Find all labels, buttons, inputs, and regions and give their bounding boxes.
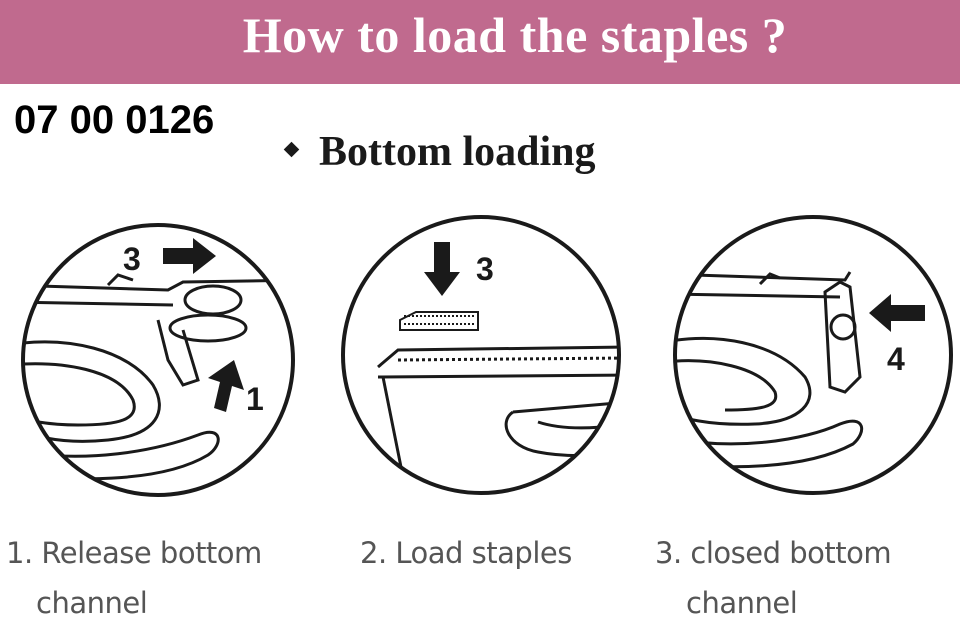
release-lever (183, 284, 243, 316)
step-1-caption-line2: channel (36, 586, 148, 620)
product-code: 07 00 0126 (14, 98, 215, 142)
arrow-label-4: 4 (887, 341, 905, 377)
arrow-label-1: 1 (246, 381, 264, 417)
arrow-right-2 (163, 238, 216, 274)
section-title: Bottom loading (283, 128, 596, 176)
section-title-text: Bottom loading (319, 129, 596, 175)
step-1-caption-line1: 1. Release bottom (6, 536, 262, 570)
staple-strip (399, 311, 479, 331)
channel-end (823, 280, 862, 394)
step-3-caption-line2: channel (686, 586, 798, 620)
arrow-down-3 (424, 242, 460, 296)
stapler-top-bar (23, 278, 293, 292)
step-3-illustration: 4 (673, 215, 953, 495)
step-1-illustration: 3 1 (21, 223, 295, 497)
step-2-caption: 2. Load staples (360, 536, 572, 570)
arrow-up-1 (208, 360, 244, 412)
header-banner: How to load the staples ? (0, 0, 960, 84)
diamond-bullet-icon (283, 141, 300, 158)
channel-top (377, 345, 619, 369)
step-2-illustration: 3 (341, 215, 621, 495)
page-title: How to load the staples ? (242, 7, 788, 63)
step-3-caption-line1: 3. closed bottom (655, 536, 892, 570)
arrow-left-4 (869, 294, 925, 332)
arrow-label-2: 3 (123, 241, 141, 277)
arrow-label-3: 3 (476, 251, 494, 287)
